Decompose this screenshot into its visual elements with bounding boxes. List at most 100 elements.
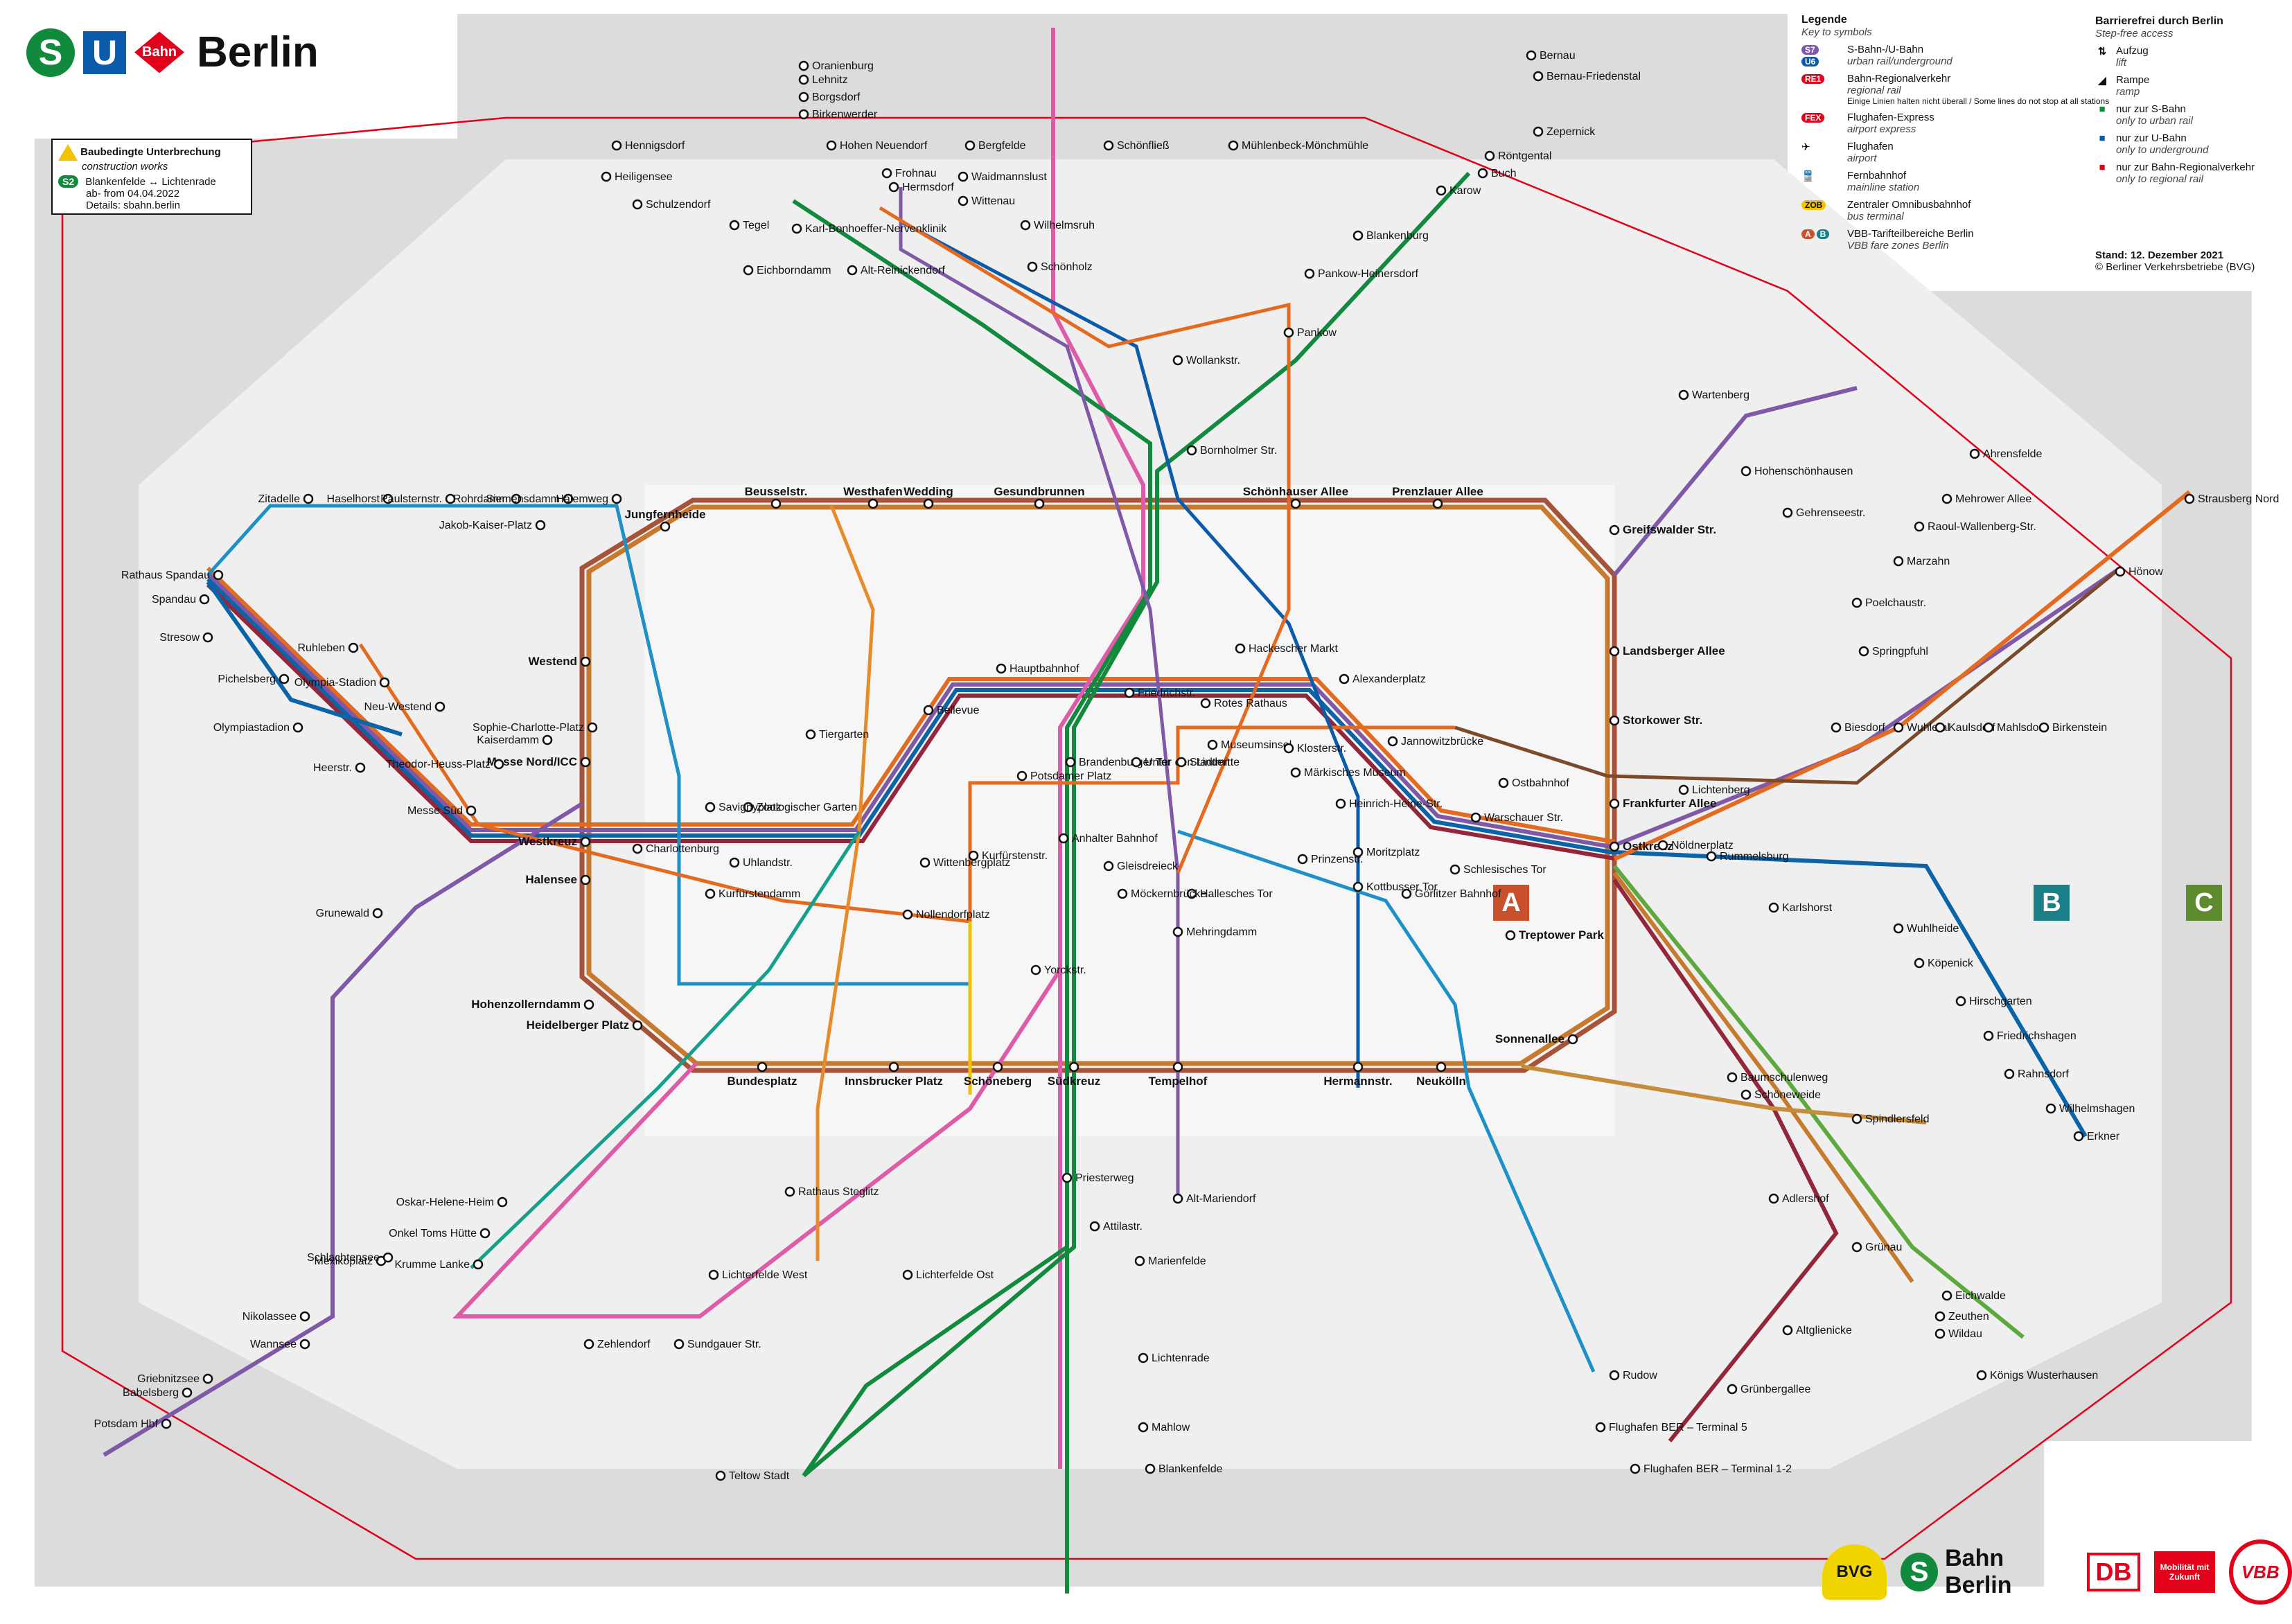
- station[interactable]: Bundesplatz: [727, 1061, 797, 1088]
- station[interactable]: Attilastr.: [1089, 1221, 1143, 1233]
- station-dot[interactable]: [632, 843, 643, 854]
- station-dot[interactable]: [632, 199, 643, 210]
- station[interactable]: Moritzplatz: [1352, 847, 1420, 858]
- station-dot[interactable]: [1172, 926, 1183, 937]
- station-dot[interactable]: [1138, 1352, 1149, 1363]
- station-dot[interactable]: [673, 1339, 685, 1350]
- station[interactable]: Alexanderplatz: [1339, 673, 1426, 685]
- station[interactable]: Ahrensfelde: [1969, 448, 2042, 460]
- station[interactable]: Stresow: [159, 632, 213, 644]
- station-dot[interactable]: [2073, 1131, 2084, 1142]
- station[interactable]: Rotes Rathaus: [1200, 698, 1287, 709]
- station-dot[interactable]: [202, 632, 213, 643]
- station-dot[interactable]: [1207, 739, 1218, 750]
- station[interactable]: Röntgental: [1484, 150, 1551, 162]
- station-dot[interactable]: [2184, 493, 2195, 504]
- station-dot[interactable]: [445, 493, 456, 504]
- station-dot[interactable]: [1030, 964, 1041, 976]
- station[interactable]: Eichborndamm: [743, 265, 831, 276]
- station[interactable]: Mehrower Allee: [1941, 493, 2031, 505]
- station-dot[interactable]: [1768, 1193, 1779, 1204]
- station[interactable]: Grunewald: [316, 908, 383, 919]
- station-dot[interactable]: [770, 498, 782, 509]
- station[interactable]: Poelchaustr.: [1851, 597, 1926, 609]
- station-dot[interactable]: [542, 734, 553, 745]
- station-dot[interactable]: [784, 1186, 795, 1197]
- station-dot[interactable]: [1851, 597, 1862, 608]
- station-dot[interactable]: [715, 1470, 726, 1481]
- station[interactable]: Gleisdreieck: [1103, 860, 1179, 872]
- station-dot[interactable]: [299, 1339, 310, 1350]
- station[interactable]: Mühlenbeck-Mönchmühle: [1228, 140, 1368, 152]
- station[interactable]: Savignyplatz: [705, 802, 782, 813]
- station-dot[interactable]: [1172, 1061, 1183, 1073]
- station-dot[interactable]: [580, 836, 591, 847]
- station-dot[interactable]: [1914, 957, 1925, 969]
- station-dot[interactable]: [919, 857, 931, 868]
- station-dot[interactable]: [798, 91, 809, 103]
- station[interactable]: Prenzlauer Allee: [1392, 485, 1483, 509]
- station[interactable]: Klosterstr.: [1283, 743, 1346, 754]
- station[interactable]: Adlershof: [1768, 1193, 1829, 1205]
- station[interactable]: Marzahn: [1893, 556, 1950, 567]
- station[interactable]: Anhalter Bahnhof: [1058, 833, 1158, 845]
- station-dot[interactable]: [1782, 1325, 1793, 1336]
- station[interactable]: Friedrichstr.: [1124, 687, 1196, 699]
- station[interactable]: Hohenzollerndamm: [471, 998, 594, 1011]
- station-dot[interactable]: [1138, 1422, 1149, 1433]
- station-dot[interactable]: [705, 802, 716, 813]
- station-dot[interactable]: [511, 493, 522, 504]
- station-dot[interactable]: [1768, 902, 1779, 913]
- station-dot[interactable]: [611, 493, 622, 504]
- station[interactable]: Wannsee: [250, 1339, 310, 1350]
- station-dot[interactable]: [1526, 50, 1537, 61]
- station-dot[interactable]: [1145, 1463, 1156, 1474]
- station[interactable]: Olympiastadion: [213, 722, 303, 734]
- station-dot[interactable]: [958, 171, 969, 182]
- station[interactable]: Halensee: [525, 873, 591, 886]
- station[interactable]: Schöneberg: [964, 1061, 1032, 1088]
- station[interactable]: Springpfuhl: [1858, 646, 1928, 657]
- station-dot[interactable]: [382, 1252, 394, 1263]
- station[interactable]: Jannowitzbrücke: [1387, 736, 1483, 748]
- station[interactable]: Borgsdorf: [798, 91, 861, 103]
- station[interactable]: Westhafen: [843, 485, 903, 509]
- station[interactable]: Görlitzer Bahnhof: [1401, 888, 1501, 900]
- station-dot[interactable]: [1609, 798, 1620, 809]
- station-dot[interactable]: [434, 701, 446, 712]
- station-dot[interactable]: [1065, 757, 1076, 768]
- station[interactable]: Flughafen BER – Terminal 1-2: [1630, 1463, 1792, 1475]
- station-dot[interactable]: [580, 757, 591, 768]
- station[interactable]: Potsdam Hbf: [94, 1418, 172, 1430]
- station-dot[interactable]: [805, 729, 816, 740]
- station-dot[interactable]: [466, 805, 477, 816]
- station[interactable]: Birkenwerder: [798, 109, 878, 121]
- station-dot[interactable]: [279, 673, 290, 685]
- station[interactable]: Landsberger Allee: [1609, 644, 1725, 657]
- station-dot[interactable]: [791, 223, 802, 234]
- station-dot[interactable]: [1955, 996, 1966, 1007]
- station-dot[interactable]: [1567, 1034, 1578, 1045]
- station-dot[interactable]: [348, 642, 359, 653]
- station-dot[interactable]: [1117, 888, 1128, 899]
- station[interactable]: Rathaus Steglitz: [784, 1186, 879, 1198]
- station-dot[interactable]: [1200, 698, 1211, 709]
- station[interactable]: Lichterfelde Ost: [902, 1269, 994, 1281]
- station[interactable]: Birkenstein: [2038, 722, 2107, 734]
- station[interactable]: Kurfürstenstr.: [968, 850, 1048, 862]
- station[interactable]: Hermsdorf: [888, 182, 954, 193]
- station-dot[interactable]: [2004, 1068, 2015, 1079]
- station[interactable]: Rudow: [1609, 1370, 1657, 1382]
- station[interactable]: Spandau: [152, 594, 210, 606]
- station[interactable]: Sophie-Charlotte-Platz: [473, 722, 598, 734]
- station[interactable]: Wuhlheide: [1893, 923, 1959, 935]
- station-dot[interactable]: [1678, 389, 1689, 400]
- station[interactable]: Karow: [1436, 185, 1481, 197]
- station-dot[interactable]: [867, 498, 879, 509]
- station[interactable]: Pankow-Heinersdorf: [1304, 268, 1419, 280]
- station[interactable]: Wollankstr.: [1172, 355, 1240, 367]
- station[interactable]: Halemweg: [556, 493, 622, 505]
- station-dot[interactable]: [1290, 767, 1301, 778]
- station[interactable]: Brandenburger Tor: [1065, 757, 1172, 768]
- station-dot[interactable]: [182, 1387, 193, 1398]
